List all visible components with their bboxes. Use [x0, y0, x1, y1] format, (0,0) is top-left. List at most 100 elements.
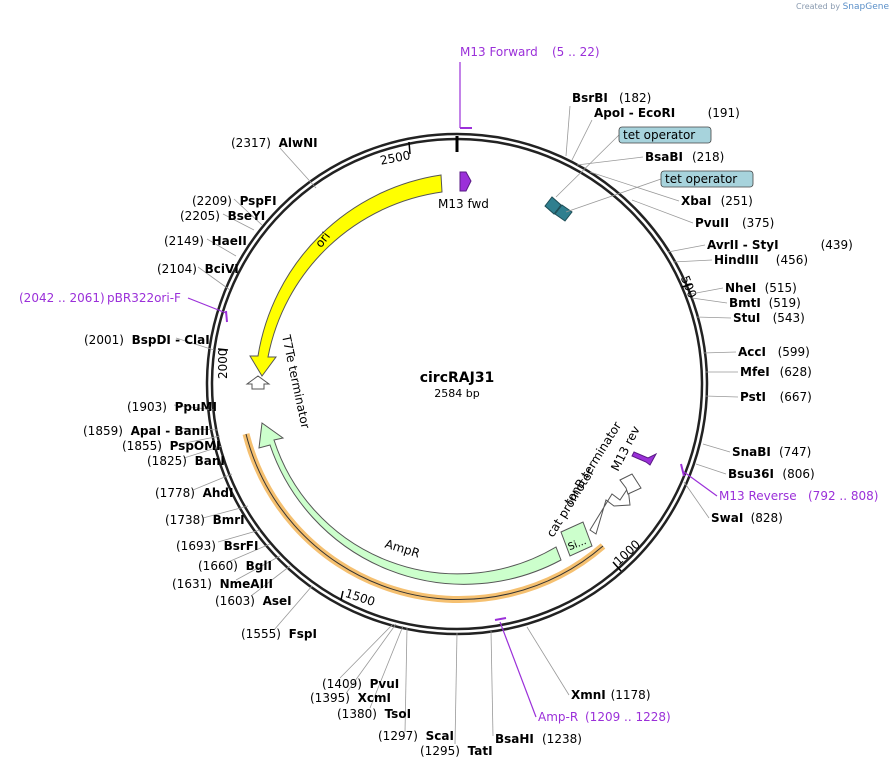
site-apoi[interactable]: ApoI - EcoRI(191) [594, 106, 740, 120]
tick-label-2000: 2000 [216, 348, 230, 379]
site-pvuii[interactable]: PvuII(375) [695, 216, 774, 230]
site-stui[interactable]: StuI(543) [733, 311, 805, 325]
leader-43 [222, 213, 255, 231]
site-bseyi[interactable]: (2205)BseYI [180, 209, 265, 223]
site-pspfi[interactable]: (2209)PspFI [192, 194, 277, 208]
site-name-bsu36i: Bsu36I [728, 467, 774, 481]
site-pos-psti: (667) [780, 390, 812, 404]
leader-36 [179, 435, 221, 445]
site-name-hindiii: HindIII [714, 253, 759, 267]
ampr-feature[interactable] [258, 422, 562, 585]
site-pos-nhei: (515) [765, 281, 797, 295]
leader-12 [695, 316, 732, 319]
site-haeii[interactable]: (2149)HaeII [164, 234, 247, 248]
snapgene-credit: Created by SnapGene [796, 2, 889, 12]
site-name-bsrbi: BsrBI [572, 91, 608, 105]
site-name-haeii: HaeII [212, 234, 247, 248]
leader-5 [565, 178, 662, 213]
site-bsahi[interactable]: BsaHI(1238) [495, 732, 582, 746]
site-ahdi[interactable]: (1778)AhdI [155, 486, 233, 500]
site-fspi[interactable]: (1555)FspI [241, 627, 317, 641]
leader-42 [206, 238, 237, 257]
site-swai[interactable]: SwaI(828) [711, 511, 783, 525]
si-feature[interactable] [560, 521, 593, 557]
site-bcivi[interactable]: (2104)BciVI [157, 262, 239, 276]
tet-operator-box-2[interactable] [554, 204, 573, 222]
leader-33 [202, 505, 249, 519]
site-name-bcivi: BciVI [205, 262, 239, 276]
leader-11 [691, 297, 728, 304]
site-bspdi[interactable]: (2001)BspDI - ClaI [84, 333, 210, 347]
site-pos-avrii: (439) [821, 238, 853, 252]
site-bmti[interactable]: BmtI (519) [729, 296, 801, 310]
primer-amp-r[interactable]: Amp-R(1209 .. 1228) [538, 710, 671, 724]
primer-m13-reverse[interactable]: M13 Reverse(792 .. 808) [719, 489, 878, 503]
tick-label-1500: 1500 [343, 586, 376, 609]
site-alwni[interactable]: (2317)AlwNI [231, 136, 318, 150]
site-xbai[interactable]: XbaI(251) [681, 194, 753, 208]
site-name-bmti: BmtI [729, 296, 761, 310]
m13-fwd-feature[interactable] [459, 171, 472, 192]
site-xcmi[interactable]: (1395)XcmI [310, 691, 391, 705]
site-name-bsahi: BsaHI [495, 732, 534, 746]
site-bsrbi[interactable]: BsrBI(182) [572, 91, 651, 105]
site-pos-pvui: (1409) [322, 677, 362, 691]
leader-6 [589, 171, 680, 202]
primer-name-m13-reverse: M13 Reverse [719, 489, 797, 503]
site-avrii[interactable]: AvrII - StyI (439) [707, 238, 853, 252]
site-name-pvui: PvuI [370, 677, 400, 691]
site-psti[interactable]: PstI(667) [740, 390, 812, 404]
site-name-avrii: AvrII - StyI [707, 238, 779, 252]
site-bmri[interactable]: (1738)BmrI [165, 513, 245, 527]
ori-feature[interactable] [249, 174, 443, 377]
site-pspomi[interactable]: (1855)PspOMI [122, 439, 221, 453]
site-bsrfi[interactable]: (1693)BsrFI [176, 539, 258, 553]
site-ppumi[interactable]: (1903)PpuMI [127, 400, 217, 414]
t7te-terminator-feature[interactable] [245, 375, 271, 390]
primer-pbr322ori-f[interactable]: (2042 .. 2061)pBR322ori-F [19, 291, 181, 305]
site-bsu36i[interactable]: Bsu36I(806) [728, 467, 815, 481]
site-apai[interactable]: (1859)ApaI - BanII [83, 424, 209, 438]
primer-pos-pbr322ori-f: (2042 .. 2061) [19, 291, 105, 305]
site-scai[interactable]: (1297)ScaI [378, 729, 454, 743]
tet-operator-box-1[interactable] [544, 196, 562, 215]
leader-9 [672, 259, 713, 263]
site-nmeaiii[interactable]: (1631)NmeAIII [172, 577, 273, 591]
site-hindiii[interactable]: HindIII(456) [714, 253, 808, 267]
site-mfei[interactable]: MfeI(628) [740, 365, 812, 379]
feature-box-tet-operator[interactable] [618, 126, 712, 144]
site-acci[interactable]: AccI(599) [738, 345, 810, 359]
leader-29 [250, 565, 291, 597]
site-pos-pspfi: (2209) [192, 194, 232, 208]
tonb-terminator-feature[interactable] [619, 473, 642, 495]
site-pos-tsoi: (1380) [337, 707, 377, 721]
site-pos-nmeaiii: (1631) [172, 577, 212, 591]
site-pos-pspomi: (1855) [122, 439, 162, 453]
leader-7 [631, 199, 694, 224]
site-name-snabi: SnaBI [732, 445, 771, 459]
site-snabi[interactable]: SnaBI(747) [732, 445, 811, 459]
site-asei[interactable]: (1603)AseI [215, 594, 292, 608]
site-pvui[interactable]: (1409) PvuI [322, 677, 399, 691]
site-name-bani: BanI [195, 454, 225, 468]
site-pos-ahdi: (1778) [155, 486, 195, 500]
primer-m13-forward[interactable]: M13 Forward(5 .. 22) [460, 45, 600, 59]
site-nhei[interactable]: NheI(515) [725, 281, 797, 295]
site-bgli[interactable]: (1660)BglI [198, 559, 272, 573]
m13-rev-feature[interactable] [631, 451, 658, 466]
site-tsoi[interactable]: (1380)TsoI [337, 707, 411, 721]
leader-20 [526, 626, 570, 696]
leader-2 [571, 119, 593, 161]
site-labels: M13 Forward(5 .. 22) BsrBI(182)ApoI - Eco… [19, 45, 878, 758]
cat-promoter-feature[interactable] [589, 486, 631, 535]
site-xmni[interactable]: XmnI(1178) [571, 688, 651, 702]
site-name-xmni: XmnI [571, 688, 606, 702]
site-pos-bsabi: (218) [692, 150, 724, 164]
leader-25 [369, 625, 404, 709]
feature-box-tet-operator[interactable] [660, 170, 754, 188]
site-pos-bmti: (519) [769, 296, 801, 310]
site-bsabi[interactable]: BsaBI(218) [645, 150, 724, 164]
site-bani[interactable]: (1825)BanI [147, 454, 225, 468]
site-tati[interactable]: (1295)TatI [420, 744, 493, 758]
